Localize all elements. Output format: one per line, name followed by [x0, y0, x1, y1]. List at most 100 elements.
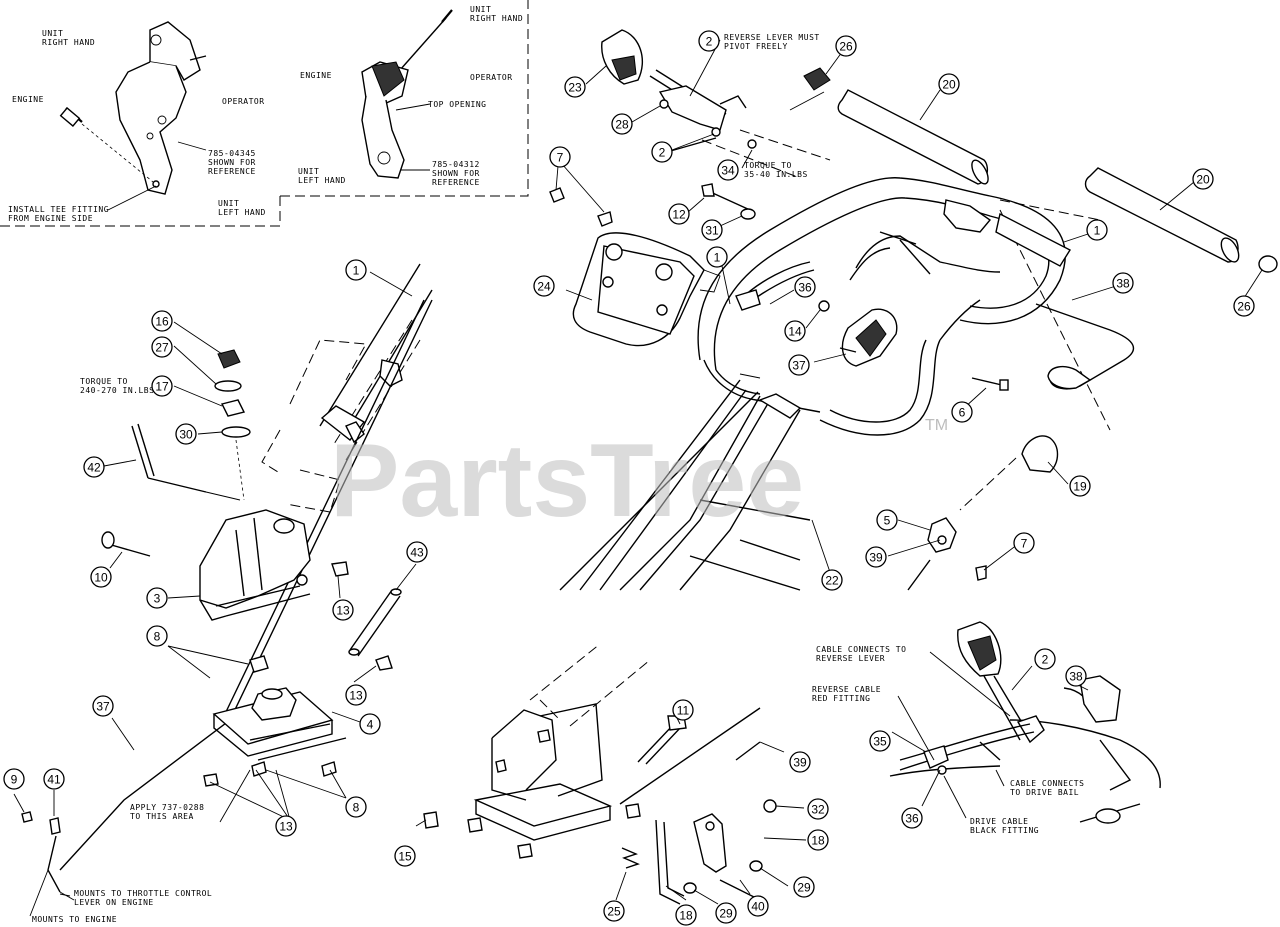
callout-circle	[951, 401, 973, 423]
callout-23: 23	[564, 76, 586, 98]
callout-number: 34	[721, 164, 735, 178]
callout-circle	[1069, 475, 1091, 497]
callout-circle	[747, 895, 769, 917]
callout-29: 29	[715, 902, 737, 924]
callout-6: 6	[951, 401, 973, 423]
callout-number: 17	[155, 380, 169, 394]
callout-39: 39	[789, 751, 811, 773]
callout-circle	[869, 730, 891, 752]
callout-circle	[1112, 272, 1134, 294]
callout-18: 18	[675, 904, 697, 926]
callout-circle	[793, 876, 815, 898]
callout-31: 31	[701, 219, 723, 241]
callout-circle	[564, 76, 586, 98]
callout-number: 43	[410, 546, 424, 560]
callout-circle	[345, 796, 367, 818]
callout-number: 2	[706, 35, 713, 49]
callout-32: 32	[807, 798, 829, 820]
callout-number: 13	[336, 604, 350, 618]
callout-circle	[784, 320, 806, 342]
callout-number: 39	[793, 756, 807, 770]
callout-number: 25	[607, 905, 621, 919]
callout-number: 27	[155, 341, 169, 355]
leader-lines	[13, 39, 1263, 905]
lower-bracket-assembly	[423, 643, 777, 905]
callout-circle	[717, 159, 739, 181]
callout-circle	[865, 546, 887, 568]
callout-number: 13	[279, 820, 293, 834]
callout-number: 11	[677, 704, 690, 718]
callout-circle	[151, 310, 173, 332]
callout-number: 2	[1042, 653, 1049, 667]
callout-4: 4	[359, 713, 381, 735]
callout-circle	[651, 141, 673, 163]
callout-number: 20	[1196, 173, 1210, 187]
callout-number: 26	[839, 40, 853, 54]
callout-number: 29	[719, 907, 733, 921]
callout-number: 19	[1073, 480, 1087, 494]
callout-circle	[698, 30, 720, 52]
callout-14: 14	[784, 320, 806, 342]
callout-39: 39	[865, 546, 887, 568]
callout-circle	[406, 541, 428, 563]
callout-number: 4	[367, 718, 374, 732]
callout-circle	[275, 815, 297, 837]
inset-left-operator-label: OPERATOR	[222, 97, 265, 106]
callout-3: 3	[146, 587, 168, 609]
callout-9: 9	[3, 768, 25, 790]
callout-26: 26	[835, 35, 857, 57]
callout-number: 20	[942, 78, 956, 92]
cable-detail	[889, 621, 1161, 824]
callout-number: 29	[797, 881, 811, 895]
callout-number: 31	[705, 224, 719, 238]
callout-circle	[332, 599, 354, 621]
callout-number: 41	[47, 773, 61, 787]
watermark-trademark: TM	[925, 417, 948, 434]
inset-left-engine-label: ENGINE	[12, 95, 44, 104]
callout-18: 18	[807, 829, 829, 851]
callout-circle	[807, 798, 829, 820]
callout-number: 7	[557, 151, 564, 165]
callout-circle	[835, 35, 857, 57]
callout-38: 38	[1112, 272, 1134, 294]
callout-circle	[1192, 168, 1214, 190]
callout-circle	[901, 807, 923, 829]
callout-36: 36	[794, 276, 816, 298]
callout-number: 3	[154, 592, 161, 606]
callout-circle	[549, 146, 571, 168]
callout-7: 7	[1013, 532, 1035, 554]
callout-circle	[794, 276, 816, 298]
callout-37: 37	[788, 354, 810, 376]
callout-circle	[345, 684, 367, 706]
callout-number: 39	[869, 551, 883, 565]
callout-8: 8	[345, 796, 367, 818]
callout-number: 36	[798, 281, 812, 295]
inset-middle-bracket	[361, 9, 453, 179]
callout-number: 1	[714, 251, 721, 265]
callout-number: 14	[788, 325, 802, 339]
callout-36: 36	[901, 807, 923, 829]
callout-11: 11	[672, 699, 694, 721]
callout-12: 12	[668, 203, 690, 225]
callout-number: 7	[1021, 537, 1028, 551]
callout-circle	[394, 845, 416, 867]
callout-number: 42	[87, 461, 101, 475]
callout-number: 38	[1069, 670, 1083, 684]
callout-circle	[146, 625, 168, 647]
callout-number: 2	[659, 146, 666, 160]
callout-15: 15	[394, 845, 416, 867]
callout-circle	[876, 509, 898, 531]
